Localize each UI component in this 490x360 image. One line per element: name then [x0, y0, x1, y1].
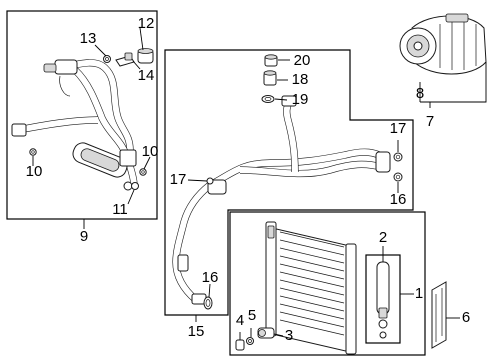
plug-4	[235, 339, 245, 351]
callout-20: 20	[294, 52, 311, 69]
tube-assembly	[172, 95, 391, 305]
callout-3: 3	[285, 327, 293, 344]
callout-1: 1	[415, 285, 423, 302]
callout-12: 12	[138, 15, 155, 32]
callout-16a: 16	[202, 269, 219, 286]
air-baffle	[431, 281, 447, 349]
callout-18: 18	[292, 71, 309, 88]
callout-7: 7	[426, 113, 434, 130]
callout-16b: 16	[390, 191, 407, 208]
callout-9: 9	[80, 228, 88, 245]
drier-cartridge	[376, 261, 390, 339]
o-ring-10b	[139, 168, 147, 176]
o-ring-17b	[393, 152, 403, 162]
fitting-3	[257, 327, 275, 339]
callout-15: 15	[188, 323, 205, 340]
callout-8: 8	[416, 85, 424, 102]
callout-17b: 17	[390, 120, 407, 137]
tube-assembly-box	[164, 49, 414, 316]
condenser-box	[229, 211, 426, 356]
callout-14: 14	[138, 67, 155, 84]
hose-assembly-box	[6, 10, 158, 220]
cap-20	[264, 54, 278, 67]
callout-11: 11	[112, 201, 128, 218]
o-ring-13	[103, 55, 111, 63]
callout-13: 13	[80, 30, 97, 47]
valve-18	[263, 70, 277, 86]
o-ring-19	[261, 95, 275, 103]
callout-4: 4	[236, 312, 244, 329]
o-ring-10a	[29, 148, 37, 156]
hose-assembly	[11, 59, 138, 191]
o-ring-5	[246, 337, 254, 345]
callout-19: 19	[292, 91, 309, 108]
o-ring-17a	[206, 177, 214, 185]
callout-10b: 10	[142, 143, 159, 160]
service-valve-14	[115, 52, 135, 67]
callout-5: 5	[248, 307, 256, 324]
callout-17a: 17	[170, 171, 187, 188]
o-ring-16a	[203, 296, 213, 310]
cap-12	[137, 48, 154, 64]
compressor	[399, 13, 487, 75]
callout-6: 6	[462, 309, 470, 326]
valve-core-11	[131, 182, 139, 190]
callout-10a: 10	[26, 163, 43, 180]
callout-2: 2	[379, 229, 387, 246]
o-ring-16b	[393, 172, 403, 182]
condenser	[265, 221, 357, 355]
